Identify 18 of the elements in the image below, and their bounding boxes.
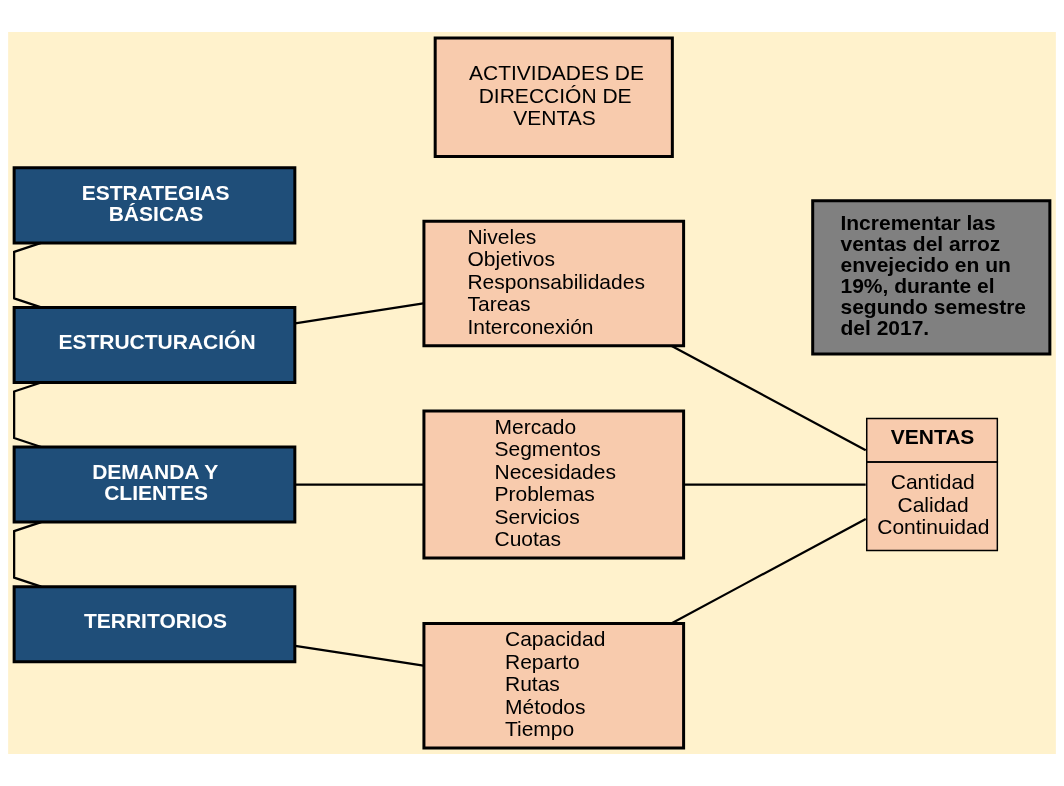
connector [671,517,867,625]
connector [13,381,42,449]
connector [294,644,424,667]
node-box: Capacidad Reparto Rutas Métodos Tiempo [422,621,686,750]
node-box: ACTIVIDADES DE DIRECCIÓN DE VENTAS [433,36,674,159]
connector [13,241,42,309]
node-box: ESTRUCTURACIÓN [12,305,297,384]
connector [13,521,42,588]
node-box: DEMANDA Y CLIENTES [12,445,297,524]
node-box: Mercado Segmentos Necesidades Problemas Servicios Cuotas [422,409,686,560]
connector [671,344,867,452]
connector [683,483,866,486]
connector [295,483,424,486]
node-box: TERRITORIOS [12,585,297,664]
node-box: Niveles Objetivos Responsabilidades Tareas Interconexión [422,219,686,348]
node-box: ESTRATEGIAS BÁSICAS [12,166,297,245]
node-box: Incrementar las ventas del arroz envejecido en un 19%, durante el segundo semestre del 2017. [811,199,1052,356]
connector [294,302,424,325]
